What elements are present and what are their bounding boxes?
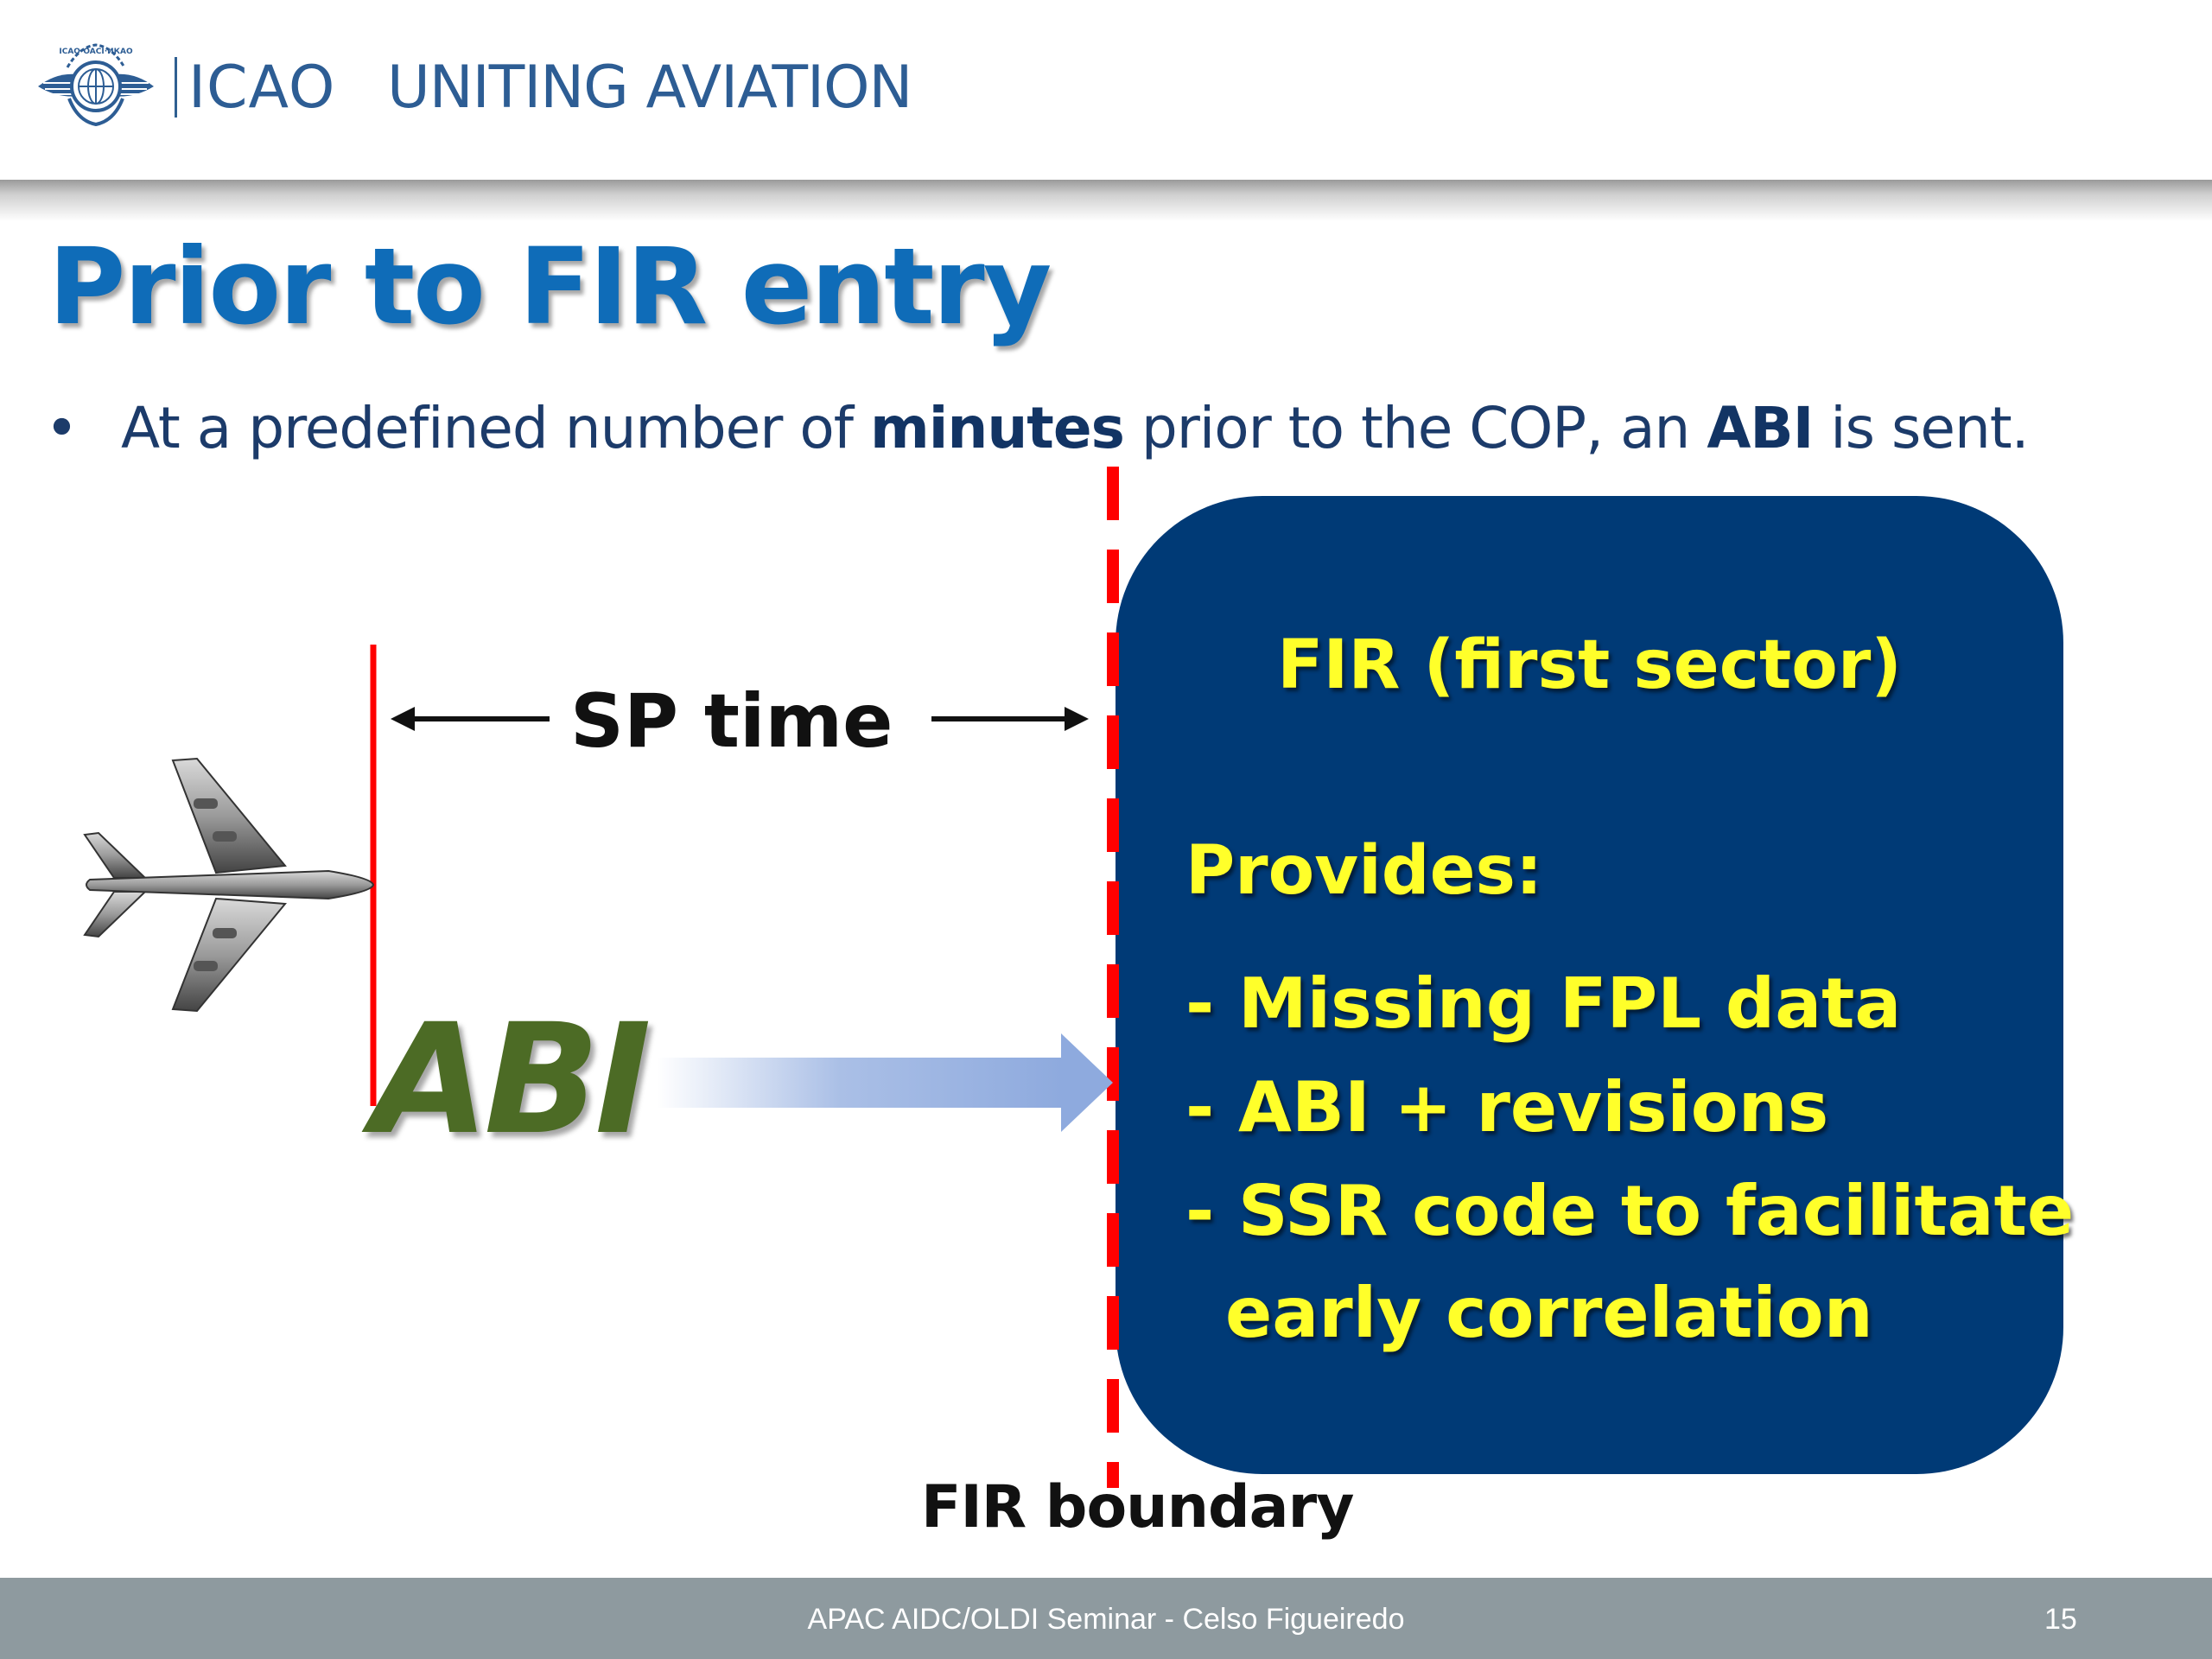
sp-time-left-arrow — [391, 707, 550, 731]
airplane-icon — [85, 759, 373, 1011]
abi-label: ABI — [372, 994, 646, 1166]
slide-number: 15 — [2044, 1600, 2077, 1638]
footer-caption: APAC AIDC/OLDI Seminar - Celso Figueired… — [0, 1600, 2212, 1638]
abi-message-arrow — [657, 1033, 1113, 1132]
sp-time-label: SP time — [570, 674, 893, 769]
fir-boundary-label: FIR boundary — [921, 1469, 1353, 1547]
sp-time-right-arrow — [931, 707, 1089, 731]
